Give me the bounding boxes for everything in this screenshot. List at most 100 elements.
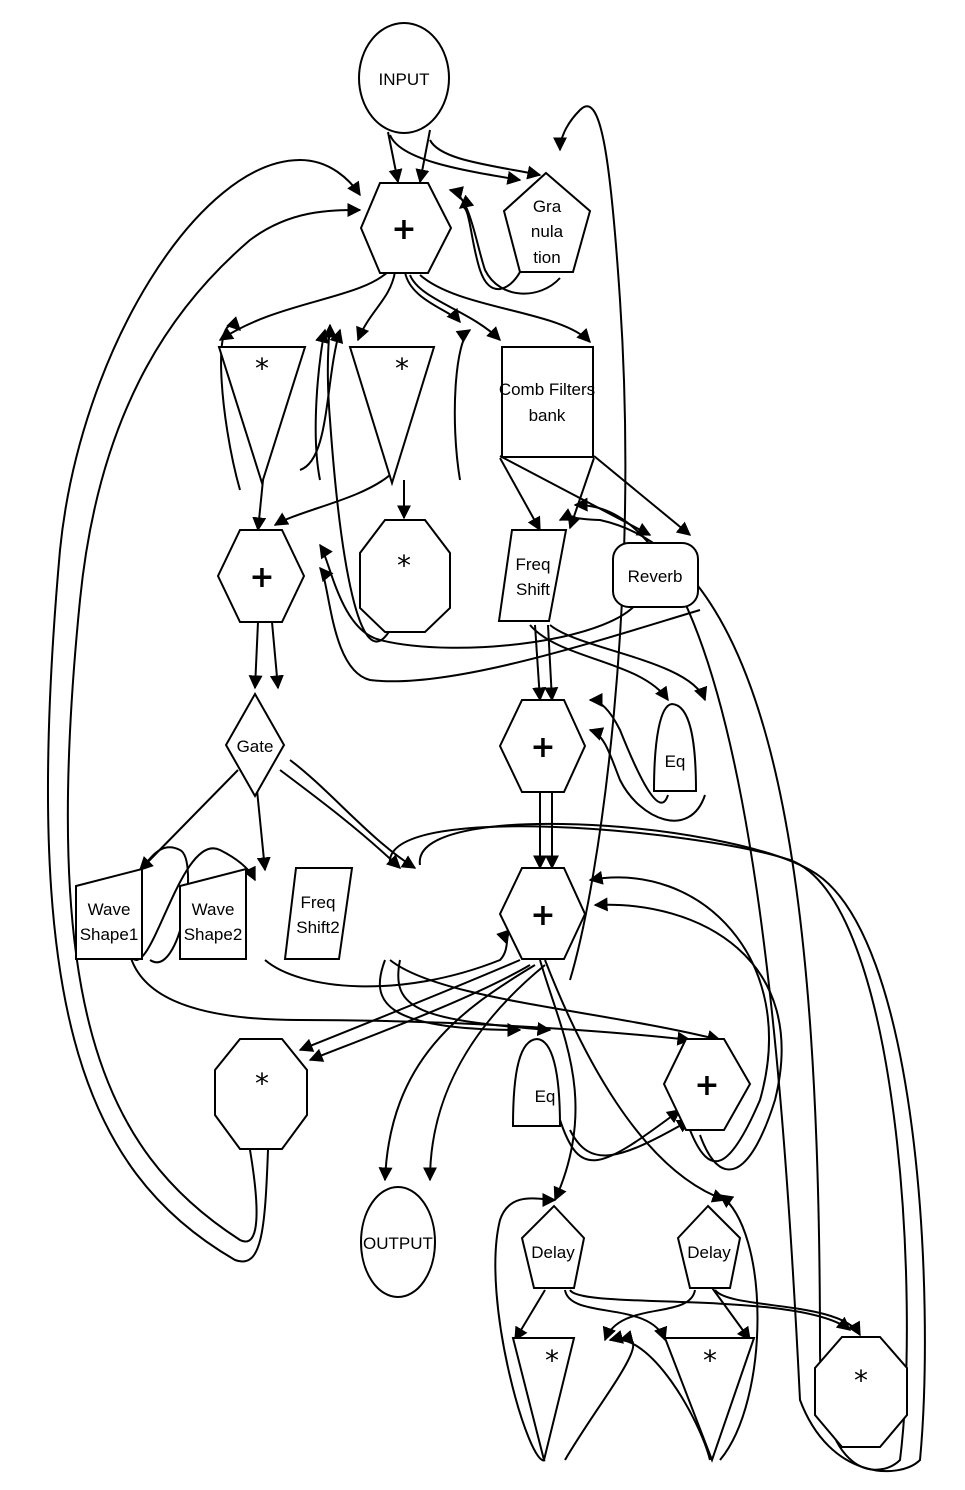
edge [564,1289,668,1342]
node-label: * [703,1344,717,1377]
node-mul3[interactable]: * [359,519,451,633]
node-delay2[interactable]: Delay [676,1204,742,1289]
edge [389,959,722,1044]
edge [378,959,522,1037]
node-sum5[interactable]: + [662,1038,752,1131]
node-mul1[interactable]: * [217,346,307,487]
node-label: Delay [687,1243,731,1262]
edge [389,134,522,185]
node-label: + [530,898,555,933]
node-comb-filters[interactable]: Comb Filters bank [499,346,595,458]
node-label-line: Freq [516,555,551,574]
edge [553,105,627,981]
edge [298,959,521,1052]
edge [588,693,669,804]
edge [248,621,263,690]
edge [544,624,559,702]
edge [220,316,241,491]
edge [418,497,926,1473]
edge [419,274,591,344]
node-label: * [395,352,409,385]
edge [718,1194,759,1461]
node-sum4[interactable]: + [498,867,587,960]
node-mul7[interactable]: * [814,1336,908,1448]
edge [404,271,461,324]
node-label: Delay [531,1243,575,1262]
edge [279,769,402,869]
node-granulation[interactable]: Gra nula tion [502,171,592,273]
edge [397,959,552,1037]
node-freqshift2[interactable]: Freq Shift2 [283,867,354,960]
node-label-line: Shift [516,580,550,599]
node-gate[interactable]: Gate [224,691,286,799]
edge [529,624,669,702]
node-eq1[interactable]: Eq [652,702,698,792]
edge [319,566,701,683]
node-sum3[interactable]: + [498,699,587,793]
node-label: + [530,730,555,765]
edge [569,1119,692,1157]
node-label: INPUT [379,70,430,89]
edge [139,846,190,964]
edge [415,129,431,184]
edges [46,105,926,1473]
edge [564,1330,635,1461]
edge [448,186,561,295]
node-freqshift[interactable]: Freq Shift [497,529,568,622]
node-label-line: tion [533,248,560,267]
edge [387,131,403,184]
edge [602,1289,696,1342]
edge [514,1289,546,1342]
edge [423,964,546,1182]
node-label: + [391,212,416,247]
node-label: * [854,1364,868,1397]
node-label: * [397,549,411,582]
node-label-line: bank [529,406,566,425]
node-sum1[interactable]: + [359,182,453,274]
edge [559,1109,682,1162]
node-sum2[interactable]: + [216,529,306,623]
node-mul6[interactable]: * [663,1337,756,1463]
edge [322,323,391,643]
node-label: Gate [237,737,274,756]
edge [549,624,708,702]
node-eq2[interactable]: Eq [511,1037,562,1127]
node-input[interactable]: INPUT [358,22,450,134]
edge [129,847,256,961]
edge [453,329,472,481]
edge [252,479,267,532]
edge [494,1192,557,1462]
node-waveshape1[interactable]: Wave Shape1 [75,867,143,960]
edge [273,474,391,526]
node-mul5[interactable]: * [511,1337,576,1461]
edge [499,457,541,532]
node-label-line: Wave [192,900,235,919]
node-label-line: nula [531,222,564,241]
node-label: * [545,1344,559,1377]
node-output[interactable]: OUTPUT [360,1186,436,1298]
edge [569,1289,852,1331]
node-label: * [255,1067,269,1100]
edge [308,964,531,1062]
node-reverb[interactable]: Reverb [612,542,699,608]
node-mul2[interactable]: * [348,346,436,487]
edge [66,203,362,1243]
node-label-line: Shift2 [296,918,339,937]
node-label: Eq [535,1087,556,1106]
edge [588,727,706,822]
edge [709,1284,751,1342]
edge [378,964,536,1182]
edge [429,139,542,180]
node-label-line: Comb Filters [499,380,595,399]
edge [129,954,692,1046]
node-waveshape2[interactable]: Wave Shape2 [179,867,247,960]
node-label: Eq [665,752,686,771]
edge [593,455,692,536]
edge [714,1289,861,1337]
edge [269,621,284,690]
edge [458,194,521,291]
node-mul4[interactable]: * [214,1038,308,1150]
edge [356,271,396,342]
edge [539,959,577,1202]
node-delay1[interactable]: Delay [520,1204,586,1289]
